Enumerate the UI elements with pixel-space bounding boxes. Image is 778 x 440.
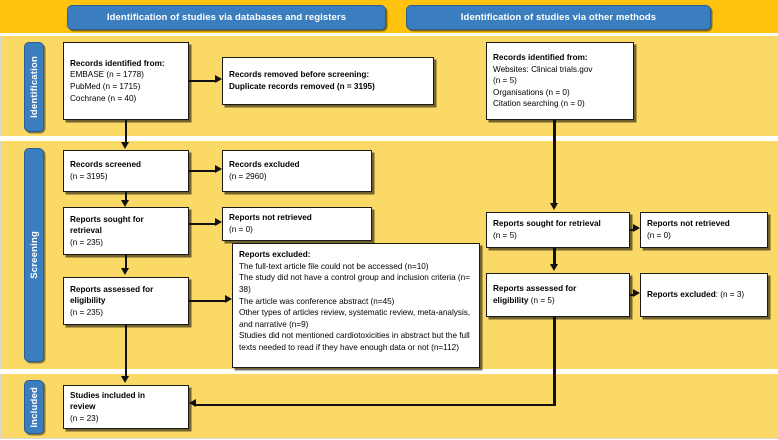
arrowhead-down (121, 376, 130, 383)
reports-not-retrieved-count: (n = 0) (229, 225, 253, 234)
reports-excluded-reason: The study did not have a control group a… (239, 273, 470, 294)
records-removed-title: Records removed before screening: (229, 70, 370, 80)
reports-not-retrieved-other-title: Reports not retrieved (647, 219, 730, 229)
stage-label-included-text: Included (28, 386, 40, 428)
arrowhead-right (225, 295, 232, 304)
box-reports-assessed-eligibility: Reports assessed for eligibility (n = 23… (63, 277, 189, 325)
reports-not-retrieved-other-count: (n = 0) (647, 231, 671, 240)
reports-sought-other-title: Reports sought for retrieval (493, 219, 601, 229)
arrow-assessed2-to-excluded2 (630, 293, 635, 297)
studies-included-title2: review (70, 402, 96, 412)
studies-included-count: (n = 23) (70, 413, 99, 423)
box-records-screened: Records screened (n = 3195) (63, 150, 189, 192)
records-identified-pubmed: PubMed (n = 1715) (70, 82, 141, 91)
reports-excluded-other-line: Reports excluded: (n = 3) (647, 289, 761, 301)
arrow-assessed-to-excluded-detail (189, 299, 225, 303)
stage-label-identification-text: Identification (28, 56, 40, 118)
box-records-removed: Records removed before screening: Duplic… (222, 57, 434, 105)
arrowhead-down (549, 264, 558, 271)
arrow-sought-to-assessed (124, 255, 128, 270)
reports-excluded-reason: Studies did not mentioned cardiotoxiciti… (239, 331, 470, 353)
reports-assessed-count: (n = 235) (70, 307, 103, 317)
arrowhead-right (633, 224, 640, 233)
stage-label-identification: Identification (24, 42, 44, 132)
records-excluded-count: (n = 2960) (229, 172, 267, 181)
arrow-identified-to-screened (124, 120, 128, 143)
records-identified-other-websites: Websites: Clinical trials.gov (493, 64, 593, 74)
reports-excluded-reason: Other types of articles review, systemat… (239, 308, 471, 329)
header-databases-registers: Identification of studies via databases … (67, 5, 386, 30)
arrowhead-left (189, 399, 196, 408)
reports-excluded-reason: The full-text article file could not be … (239, 261, 429, 271)
records-identified-title: Records identified from: (70, 58, 165, 68)
box-studies-included: Studies included in review (n = 23) (63, 385, 189, 429)
arrow-assessed2-left-to-included (196, 403, 555, 407)
arrow-screened-to-excluded (189, 169, 215, 173)
box-reports-sought-retrieval: Reports sought for retrieval (n = 235) (63, 207, 189, 255)
box-reports-sought-retrieval-other: Reports sought for retrieval (n = 5) (486, 212, 630, 248)
records-removed-duplicate: Duplicate records removed (n = 3195) (229, 82, 375, 91)
reports-excluded-other-count: : (n = 3) (715, 290, 745, 300)
arrow-assessed-to-included (124, 325, 128, 377)
reports-sought-other-count: (n = 5) (493, 231, 517, 240)
reports-sought-title: Reports sought for (70, 214, 144, 224)
arrowhead-down (121, 200, 130, 207)
arrowhead-right (215, 75, 222, 84)
arrowhead-down (121, 268, 130, 275)
arrow-sought2-to-not-retrieved2 (630, 228, 635, 232)
box-reports-excluded-detail: Reports excluded: The full-text article … (232, 243, 480, 368)
reports-assessed-other-line2: eligibility (n = 5) (493, 295, 623, 307)
arrowhead-down (121, 142, 130, 149)
box-records-identified-other: Records identified from: Websites: Clini… (486, 42, 634, 120)
box-reports-assessed-eligibility-other: Reports assessed for eligibility (n = 5) (486, 273, 630, 317)
box-reports-not-retrieved: Reports not retrieved (n = 0) (222, 207, 372, 241)
records-identified-embase: EMBASE (n = 1778) (70, 70, 144, 80)
arrow-assessed2-down-to-included (553, 317, 556, 406)
reports-assessed-other-count: (n = 5) (530, 296, 555, 305)
arrowhead-right (215, 165, 222, 174)
records-identified-other-count: (n = 5) (493, 76, 517, 86)
records-identified-other-title: Records identified from: (493, 52, 588, 62)
reports-excluded-reason: The article was conference abstract (n=4… (239, 296, 395, 306)
reports-assessed-other-title2: eligibility (493, 296, 529, 305)
reports-assessed-other-title: Reports assessed for (493, 284, 577, 294)
records-identified-other-orgs: Organisations (n = 0) (493, 87, 570, 97)
box-records-identified: Records identified from: EMBASE (n = 177… (63, 42, 189, 120)
box-reports-not-retrieved-other: Reports not retrieved (n = 0) (640, 212, 768, 248)
records-identified-cochrane: Cochrane (n = 40) (70, 93, 137, 103)
reports-sought-count: (n = 235) (70, 237, 103, 247)
studies-included-title: Studies included in (70, 390, 146, 400)
arrowhead-down (549, 203, 558, 210)
reports-not-retrieved-title: Reports not retrieved (229, 213, 312, 223)
records-identified-other-citation: Citation searching (n = 0) (493, 99, 585, 109)
arrow-screened-to-sought (124, 192, 128, 202)
header-other-methods: Identification of studies via other meth… (406, 5, 711, 30)
arrowhead-right (215, 218, 222, 227)
records-screened-count: (n = 3195) (70, 172, 108, 181)
records-screened-title: Records screened (70, 160, 141, 170)
arrow-other-to-sought2 (553, 120, 556, 204)
stage-label-screening: Screening (24, 148, 44, 362)
reports-sought-title2: retrieval (70, 226, 102, 236)
reports-excluded-detail-title: Reports excluded: (239, 250, 311, 259)
records-excluded-title: Records excluded (229, 160, 300, 170)
arrow-sought2-to-assessed2 (553, 248, 556, 266)
stage-label-included: Included (24, 380, 44, 434)
reports-assessed-title: Reports assessed for (70, 284, 154, 294)
box-reports-excluded-other: Reports excluded: (n = 3) (640, 273, 768, 317)
box-records-excluded: Records excluded (n = 2960) (222, 150, 372, 192)
reports-excluded-other-title: Reports excluded (647, 290, 716, 300)
arrow-sought-to-not-retrieved (189, 222, 215, 226)
stage-label-screening-text: Screening (28, 231, 40, 279)
arrow-identified-to-removed (189, 79, 215, 83)
reports-assessed-title2: eligibility (70, 296, 106, 306)
arrowhead-right (633, 289, 640, 298)
